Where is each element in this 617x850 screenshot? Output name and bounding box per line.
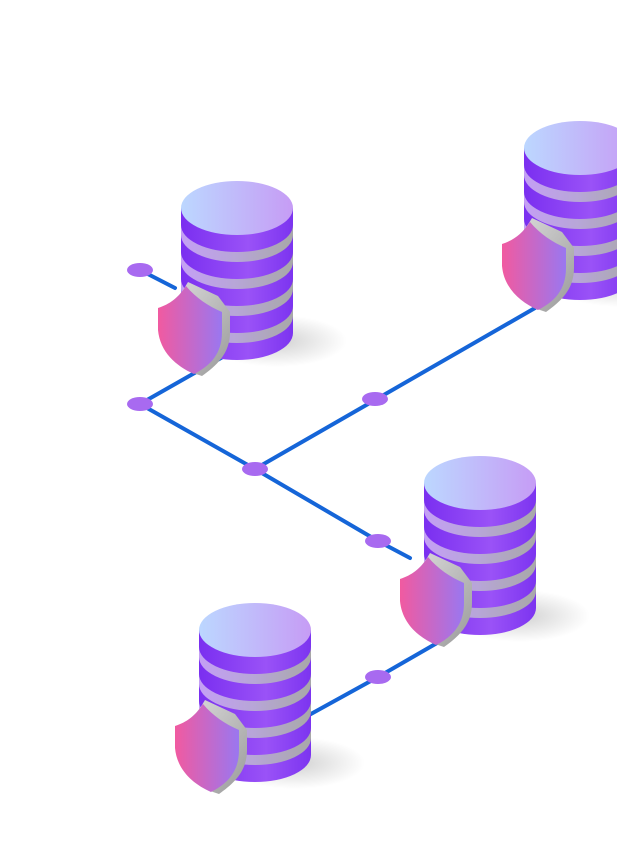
connector-nodes [127, 263, 391, 684]
connector-line [298, 675, 380, 722]
database-icon [158, 181, 347, 376]
shield-face [175, 704, 239, 792]
database-layer [158, 121, 617, 794]
node-dot [127, 263, 153, 277]
node-dot [127, 397, 153, 411]
shield-icon [400, 553, 472, 647]
node-dot [365, 534, 391, 548]
shield-face [158, 286, 222, 374]
database-icon [502, 121, 617, 312]
shield-face [502, 222, 566, 310]
database-top [424, 456, 536, 510]
database-icon [175, 603, 365, 794]
database-icon [400, 456, 590, 647]
node-dot [242, 462, 268, 476]
node-dot [365, 670, 391, 684]
shield-icon [502, 218, 574, 312]
database-top [524, 121, 617, 175]
database-top [181, 181, 293, 235]
connector-line [253, 467, 380, 543]
connector-line [373, 306, 537, 402]
database-top [199, 603, 311, 657]
shield-icon [158, 282, 230, 376]
shield-face [400, 557, 464, 645]
shield-icon [175, 700, 247, 794]
connector-line [253, 398, 377, 471]
node-dot [362, 392, 388, 406]
connector-line [138, 402, 257, 471]
